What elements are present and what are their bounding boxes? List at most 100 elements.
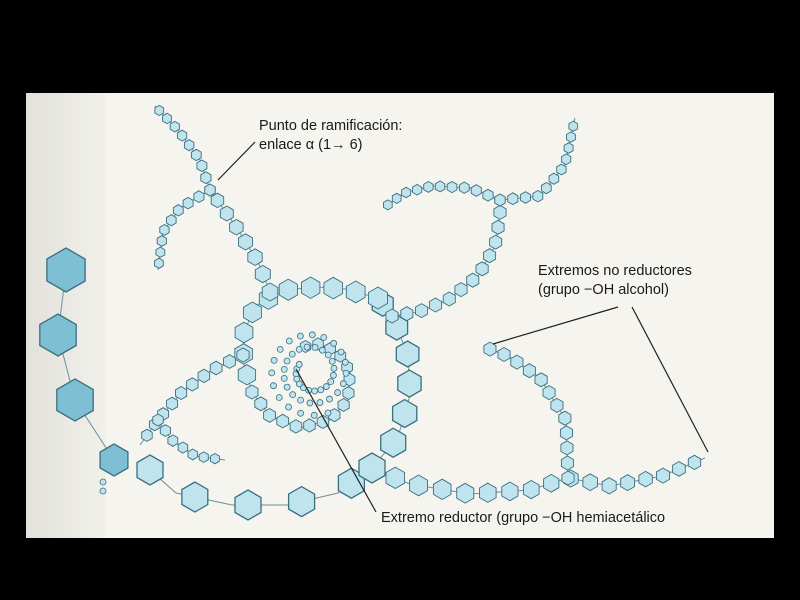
- glucose-unit: [334, 389, 342, 396]
- glucose-unit: [559, 425, 573, 441]
- glucose-unit: [247, 248, 263, 267]
- glucose-unit: [656, 467, 670, 484]
- glucose-unit: [317, 386, 325, 394]
- glucose-unit: [169, 120, 180, 133]
- glucose-unit: [560, 440, 574, 456]
- glucose-unit: [638, 470, 653, 488]
- glucose-unit: [556, 163, 567, 176]
- glucose-unit: [238, 233, 253, 251]
- glucose-unit: [297, 409, 305, 417]
- glucose-unit: [154, 257, 164, 269]
- bond-line: [139, 354, 244, 446]
- glucose-unit: [296, 332, 304, 340]
- glucose-unit: [209, 360, 223, 376]
- glucose-unit: [187, 448, 198, 461]
- glucose-unit: [311, 344, 319, 351]
- page-edge-shadow: [26, 93, 106, 538]
- glucose-unit: [237, 364, 257, 386]
- glucose-unit: [342, 369, 350, 377]
- glucose-unit: [345, 280, 366, 304]
- glucose-unit: [154, 104, 165, 117]
- glucose-unit: [162, 112, 172, 125]
- glucose-unit: [308, 331, 316, 339]
- glucose-unit: [507, 192, 519, 206]
- glucose-unit: [196, 159, 208, 173]
- non-reducing-pointer-right: [631, 306, 709, 453]
- glucose-unit: [341, 358, 349, 366]
- glucose-unit: [167, 434, 179, 447]
- glucose-unit: [270, 382, 277, 390]
- glucose-unit: [687, 454, 702, 471]
- glucose-unit: [466, 272, 480, 288]
- glucose-unit: [289, 391, 297, 399]
- glucose-unit: [287, 485, 316, 518]
- glucose-unit: [458, 181, 470, 194]
- glucose-unit: [229, 218, 244, 236]
- non-reducing-label-line1: Extremos no reductores: [538, 263, 692, 279]
- large-glucose-unit: [99, 443, 129, 477]
- glucose-unit: [177, 441, 189, 454]
- glucose-unit: [415, 303, 429, 319]
- glucose-unit: [166, 214, 177, 227]
- glucose-unit: [330, 371, 337, 379]
- glucose-unit: [295, 345, 303, 353]
- glucose-unit: [276, 345, 284, 353]
- glucose-unit: [456, 482, 475, 504]
- glucose-unit: [442, 291, 456, 307]
- glucose-unit: [541, 181, 552, 195]
- glucose-unit: [223, 354, 236, 369]
- glucose-unit: [193, 190, 205, 204]
- glucose-unit: [326, 395, 333, 403]
- glucose-unit: [428, 297, 443, 313]
- non-reducing-pointer-left: [492, 306, 619, 345]
- glucose-unit: [391, 192, 402, 205]
- glucose-unit: [383, 199, 393, 211]
- glucose-unit: [183, 139, 195, 152]
- glucose-unit: [322, 383, 330, 390]
- glucose-unit: [283, 357, 291, 365]
- glucose-unit: [561, 470, 575, 486]
- glucose-unit: [532, 189, 544, 203]
- glucose-unit: [491, 219, 505, 235]
- glucose-unit: [560, 455, 574, 471]
- glucose-unit: [412, 183, 423, 196]
- glucose-unit: [395, 340, 420, 368]
- glucose-unit: [198, 451, 209, 463]
- branch-point-label-line1: Punto de ramificación:: [259, 118, 403, 134]
- glucose-unit: [280, 365, 288, 373]
- glucose-unit: [501, 481, 519, 502]
- glucose-unit: [522, 363, 536, 379]
- reducing-end-label: Extremo reductor (grupo −OH hemiacetálic…: [381, 510, 666, 526]
- glucose-unit: [186, 377, 199, 392]
- glucose-unit: [254, 396, 268, 412]
- glucose-unit: [285, 403, 292, 411]
- glucose-unit: [493, 204, 507, 220]
- glucose-unit: [385, 466, 406, 490]
- glucose-unit: [278, 278, 298, 301]
- glucose-unit: [328, 357, 336, 365]
- large-glucose-unit: [46, 247, 86, 293]
- glucose-unit: [337, 397, 350, 412]
- glucose-unit: [342, 386, 355, 401]
- large-glucose-unit: [39, 313, 77, 357]
- glucose-unit: [181, 481, 209, 513]
- glucose-unit: [324, 351, 332, 359]
- glucose-unit: [561, 153, 572, 166]
- glucose-unit: [245, 384, 259, 400]
- glucose-unit: [210, 192, 225, 209]
- glucose-unit: [166, 396, 179, 411]
- glucose-unit: [385, 308, 399, 324]
- glucose-chains: [39, 104, 702, 521]
- label-pointer-lines: [217, 141, 709, 513]
- glucose-unit: [494, 193, 506, 207]
- glucose-unit: [270, 356, 278, 364]
- glucose-unit: [542, 385, 556, 401]
- glucose-unit: [582, 473, 598, 492]
- glucose-unit: [483, 248, 497, 264]
- glucose-unit: [543, 473, 560, 493]
- glucose-unit: [99, 487, 107, 495]
- glucose-unit: [318, 346, 326, 354]
- glucose-unit: [324, 409, 332, 417]
- glucose-unit: [190, 148, 202, 162]
